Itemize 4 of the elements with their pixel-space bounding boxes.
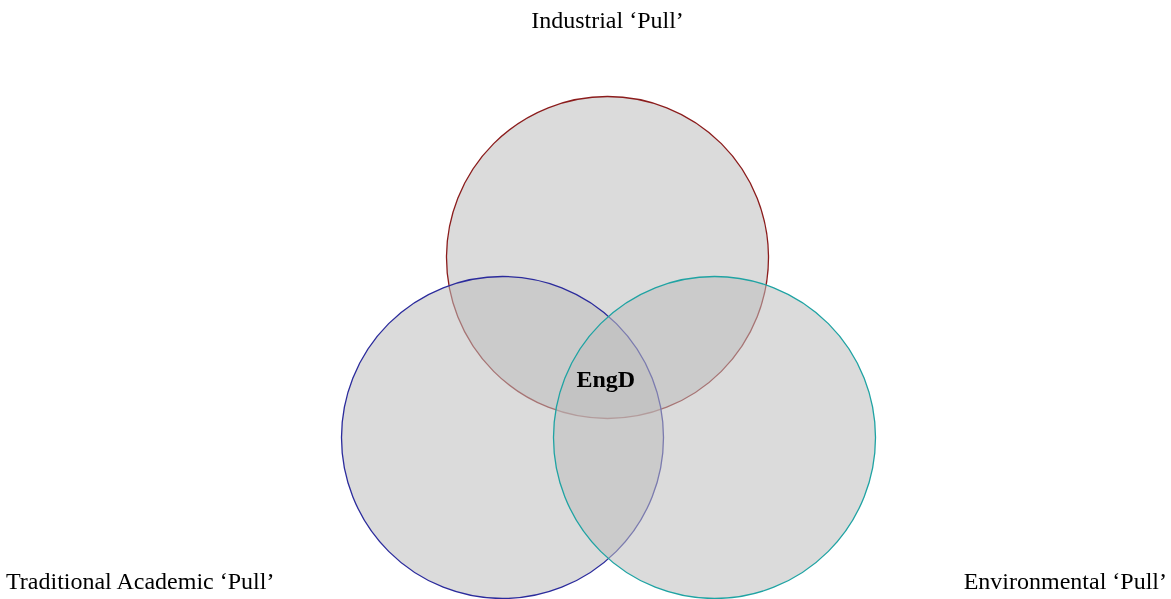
circle-label: Industrial ‘Pull’ xyxy=(530,6,685,34)
circle-label: Environmental ‘Pull’ xyxy=(963,567,1167,595)
overlap-label: EngD xyxy=(576,365,636,393)
circle-label: Traditional Academic ‘Pull’ xyxy=(6,567,275,595)
